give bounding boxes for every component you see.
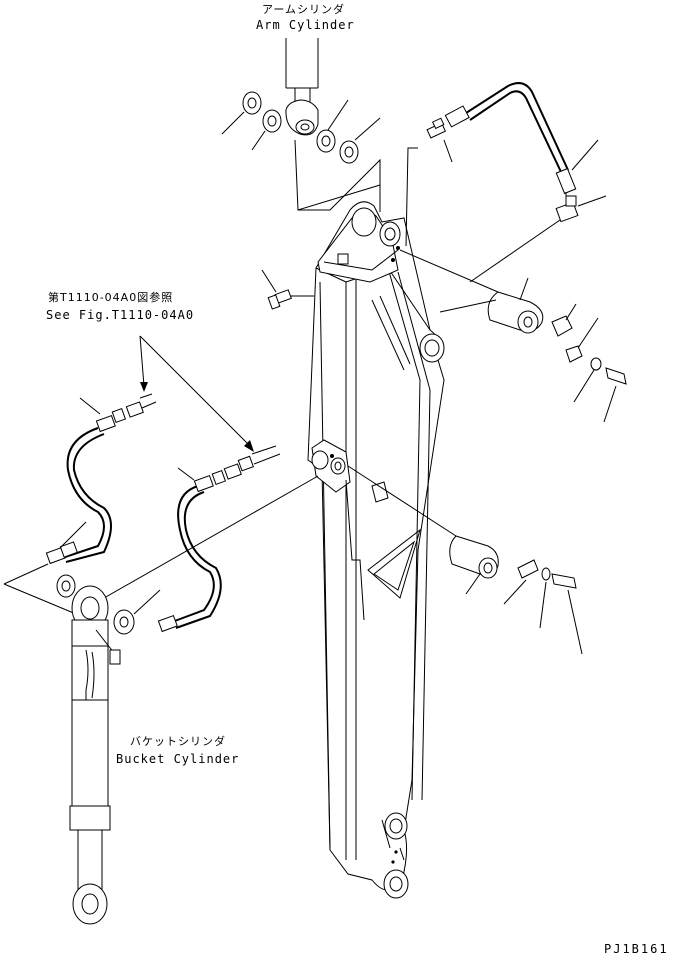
hose-left bbox=[45, 393, 157, 565]
bucket-cylinder-label: Bucket Cylinder bbox=[116, 752, 240, 766]
hose-leaders bbox=[59, 397, 195, 549]
arm-body bbox=[307, 201, 445, 899]
arm-top-pipe bbox=[444, 82, 577, 200]
grease-fitting-top bbox=[426, 117, 447, 139]
bucket-cylinder bbox=[69, 585, 121, 925]
see-fig-leaders bbox=[139, 335, 254, 452]
bucket-cylinder-washers bbox=[3, 475, 319, 635]
arm-cylinder bbox=[285, 38, 319, 136]
top-leaders bbox=[405, 139, 607, 283]
shim-plate bbox=[371, 481, 389, 503]
arm-cylinder-washers bbox=[242, 91, 359, 164]
drawing-code: PJ1B161 bbox=[604, 942, 669, 956]
hose-right bbox=[157, 445, 281, 633]
see-fig-label-jp: 第T1110-04A0図参照 bbox=[48, 291, 174, 304]
see-fig-label: See Fig.T1110-04A0 bbox=[46, 308, 195, 322]
grease-nipple-left bbox=[261, 269, 314, 310]
upper-pin-assembly bbox=[399, 249, 627, 423]
bucket-cylinder-label-jp: バケットシリンダ bbox=[130, 735, 226, 748]
arm-cylinder-label-jp: アームシリンダ bbox=[262, 3, 346, 16]
arm-cylinder-leaders bbox=[221, 99, 381, 212]
tee-fitting bbox=[555, 195, 579, 223]
lower-pin-assembly bbox=[347, 465, 583, 655]
arm-cylinder-label: Arm Cylinder bbox=[256, 18, 355, 32]
